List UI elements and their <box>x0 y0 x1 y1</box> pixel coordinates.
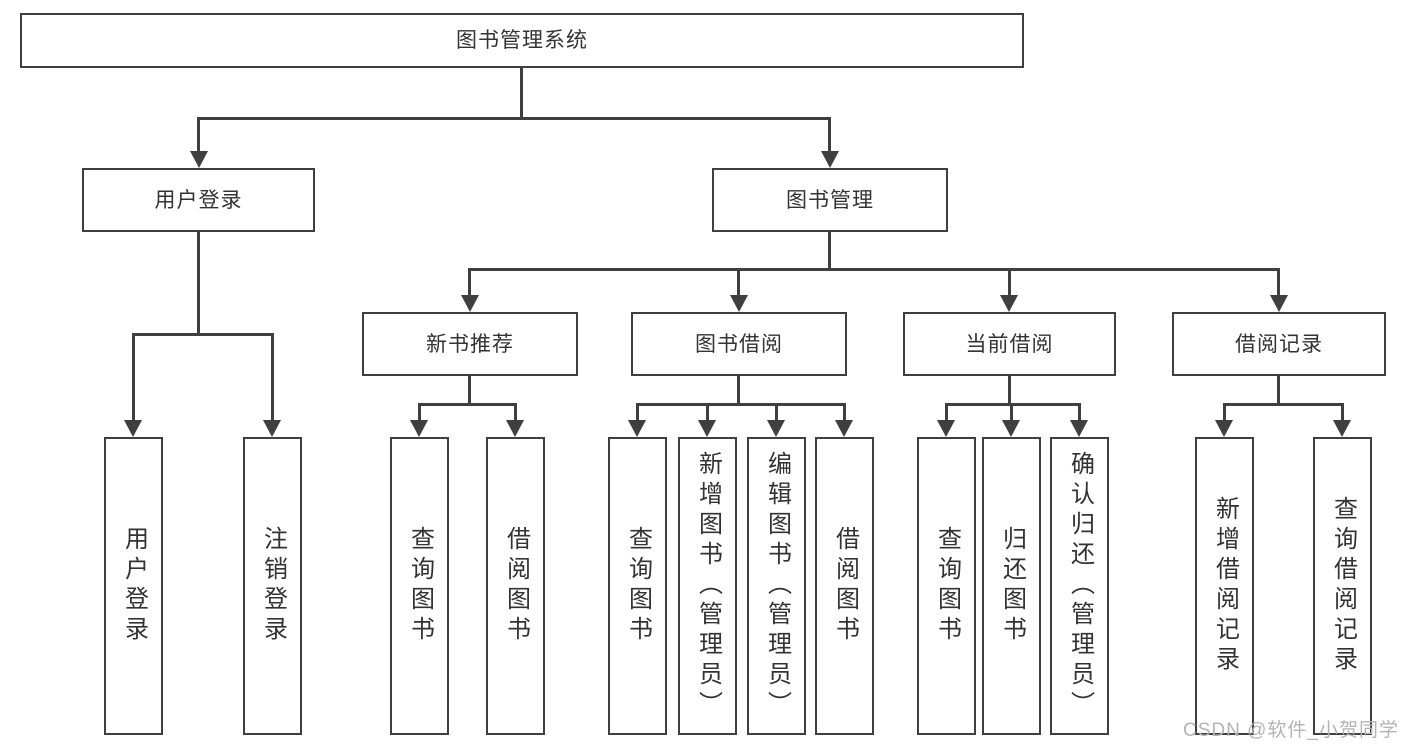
connector-branch <box>1223 403 1344 406</box>
connector-drop-leaf <box>636 403 639 421</box>
arrowhead-down-icon <box>730 295 748 312</box>
connector-branch <box>945 403 1081 406</box>
connector-drop-leaf <box>1010 403 1013 421</box>
arrowhead-down-icon <box>1002 420 1020 437</box>
connector-drop-leaf <box>1078 403 1081 421</box>
leaf-label: 借阅图书 <box>502 526 530 646</box>
leaf-label: 查询图书 <box>624 526 652 646</box>
connector-book-mgmt-stem <box>828 232 831 270</box>
connector-drop-book-management <box>828 117 831 153</box>
node-user-login: 用户登录 <box>82 168 315 232</box>
leaf-borrow-books-borrowing: 借阅图书 <box>815 437 874 735</box>
leaf-confirm-return-admin: 确认归还（管理员） <box>1050 437 1109 735</box>
connector-drop-leaf <box>1341 403 1344 421</box>
connector-drop-borrowing-records <box>1277 268 1280 296</box>
connector-user-login-stem <box>197 232 200 335</box>
arrowhead-down-icon <box>506 420 524 437</box>
arrowhead-down-icon <box>124 420 142 437</box>
arrowhead-down-icon <box>263 420 281 437</box>
arrowhead-down-icon <box>410 420 428 437</box>
node-label: 新书推荐 <box>426 332 514 356</box>
node-book-management: 图书管理 <box>712 168 948 232</box>
leaf-label: 查询借阅记录 <box>1329 496 1357 676</box>
arrowhead-down-icon <box>1270 295 1288 312</box>
connector-drop-leaf <box>843 403 846 421</box>
leaf-return-books: 归还图书 <box>982 437 1041 735</box>
arrowhead-down-icon <box>767 420 785 437</box>
leaf-label: 查询图书 <box>406 526 434 646</box>
node-new-book-recommend: 新书推荐 <box>362 312 578 376</box>
connector-branch <box>636 403 846 406</box>
leaf-borrow-books-recommend: 借阅图书 <box>486 437 545 735</box>
connector-drop-leaf <box>514 403 517 421</box>
node-label: 当前借阅 <box>965 332 1054 356</box>
connector-drop-leaf <box>271 333 274 421</box>
node-book-borrowing: 图书借阅 <box>631 312 847 376</box>
arrowhead-down-icon <box>937 420 955 437</box>
connector-drop-leaf <box>945 403 948 421</box>
connector-book-mgmt-branch <box>468 268 1280 271</box>
node-label: 借阅记录 <box>1235 332 1323 356</box>
connector-drop-leaf <box>1223 403 1226 421</box>
node-label: 图书管理系统 <box>456 29 588 52</box>
leaf-query-books-recommend: 查询图书 <box>390 437 449 735</box>
leaf-query-borrow-record: 查询借阅记录 <box>1313 437 1372 735</box>
connector-branch <box>418 403 517 406</box>
connector-drop-leaf <box>775 403 778 421</box>
connector-drop-leaf <box>132 333 135 421</box>
connector-stem <box>737 376 740 405</box>
leaf-label: 借阅图书 <box>831 526 859 646</box>
arrowhead-down-icon <box>835 420 853 437</box>
leaf-add-book-admin: 新增图书（管理员） <box>678 437 737 735</box>
node-current-borrowing: 当前借阅 <box>903 312 1116 376</box>
arrowhead-down-icon <box>1215 420 1233 437</box>
arrowhead-down-icon <box>1333 420 1351 437</box>
leaf-label: 用户登录 <box>120 526 148 646</box>
arrowhead-down-icon <box>628 420 646 437</box>
connector-drop-new-book <box>468 268 471 296</box>
leaf-label: 查询图书 <box>933 526 961 646</box>
connector-root-branch <box>197 117 831 120</box>
connector-stem <box>1277 376 1280 405</box>
arrowhead-down-icon <box>1070 420 1088 437</box>
node-label: 用户登录 <box>154 188 243 212</box>
csdn-watermark: CSDN @软件_小贺同学 <box>1183 720 1399 741</box>
connector-drop-leaf <box>418 403 421 421</box>
leaf-label: 确认归还（管理员） <box>1066 451 1094 721</box>
leaf-logout: 注销登录 <box>243 437 302 735</box>
arrowhead-down-icon <box>190 151 208 168</box>
connector-drop-user-login <box>197 117 200 153</box>
connector-stem <box>468 376 471 405</box>
leaf-label: 编辑图书（管理员） <box>763 451 791 721</box>
leaf-query-books-current: 查询图书 <box>917 437 976 735</box>
leaf-label: 新增图书（管理员） <box>694 451 722 721</box>
leaf-edit-book-admin: 编辑图书（管理员） <box>747 437 806 735</box>
leaf-add-borrow-record: 新增借阅记录 <box>1195 437 1254 735</box>
connector-drop-leaf <box>706 403 709 421</box>
connector-stem <box>1008 376 1011 405</box>
leaf-label: 注销登录 <box>259 526 287 646</box>
connector-user-login-branch <box>132 333 274 336</box>
node-root-library-system: 图书管理系统 <box>20 13 1024 68</box>
connector-drop-current-borrowing <box>1008 268 1011 296</box>
leaf-query-books-borrowing: 查询图书 <box>608 437 667 735</box>
leaf-label: 归还图书 <box>998 526 1026 646</box>
connector-root-stem <box>520 68 523 118</box>
arrowhead-down-icon <box>821 151 839 168</box>
leaf-label: 新增借阅记录 <box>1211 496 1239 676</box>
node-borrowing-records: 借阅记录 <box>1172 312 1386 376</box>
node-label: 图书借阅 <box>695 332 783 356</box>
arrowhead-down-icon <box>461 295 479 312</box>
connector-drop-book-borrowing <box>737 268 740 296</box>
arrowhead-down-icon <box>1000 295 1018 312</box>
arrowhead-down-icon <box>698 420 716 437</box>
node-label: 图书管理 <box>786 188 874 212</box>
leaf-user-login: 用户登录 <box>104 437 163 735</box>
